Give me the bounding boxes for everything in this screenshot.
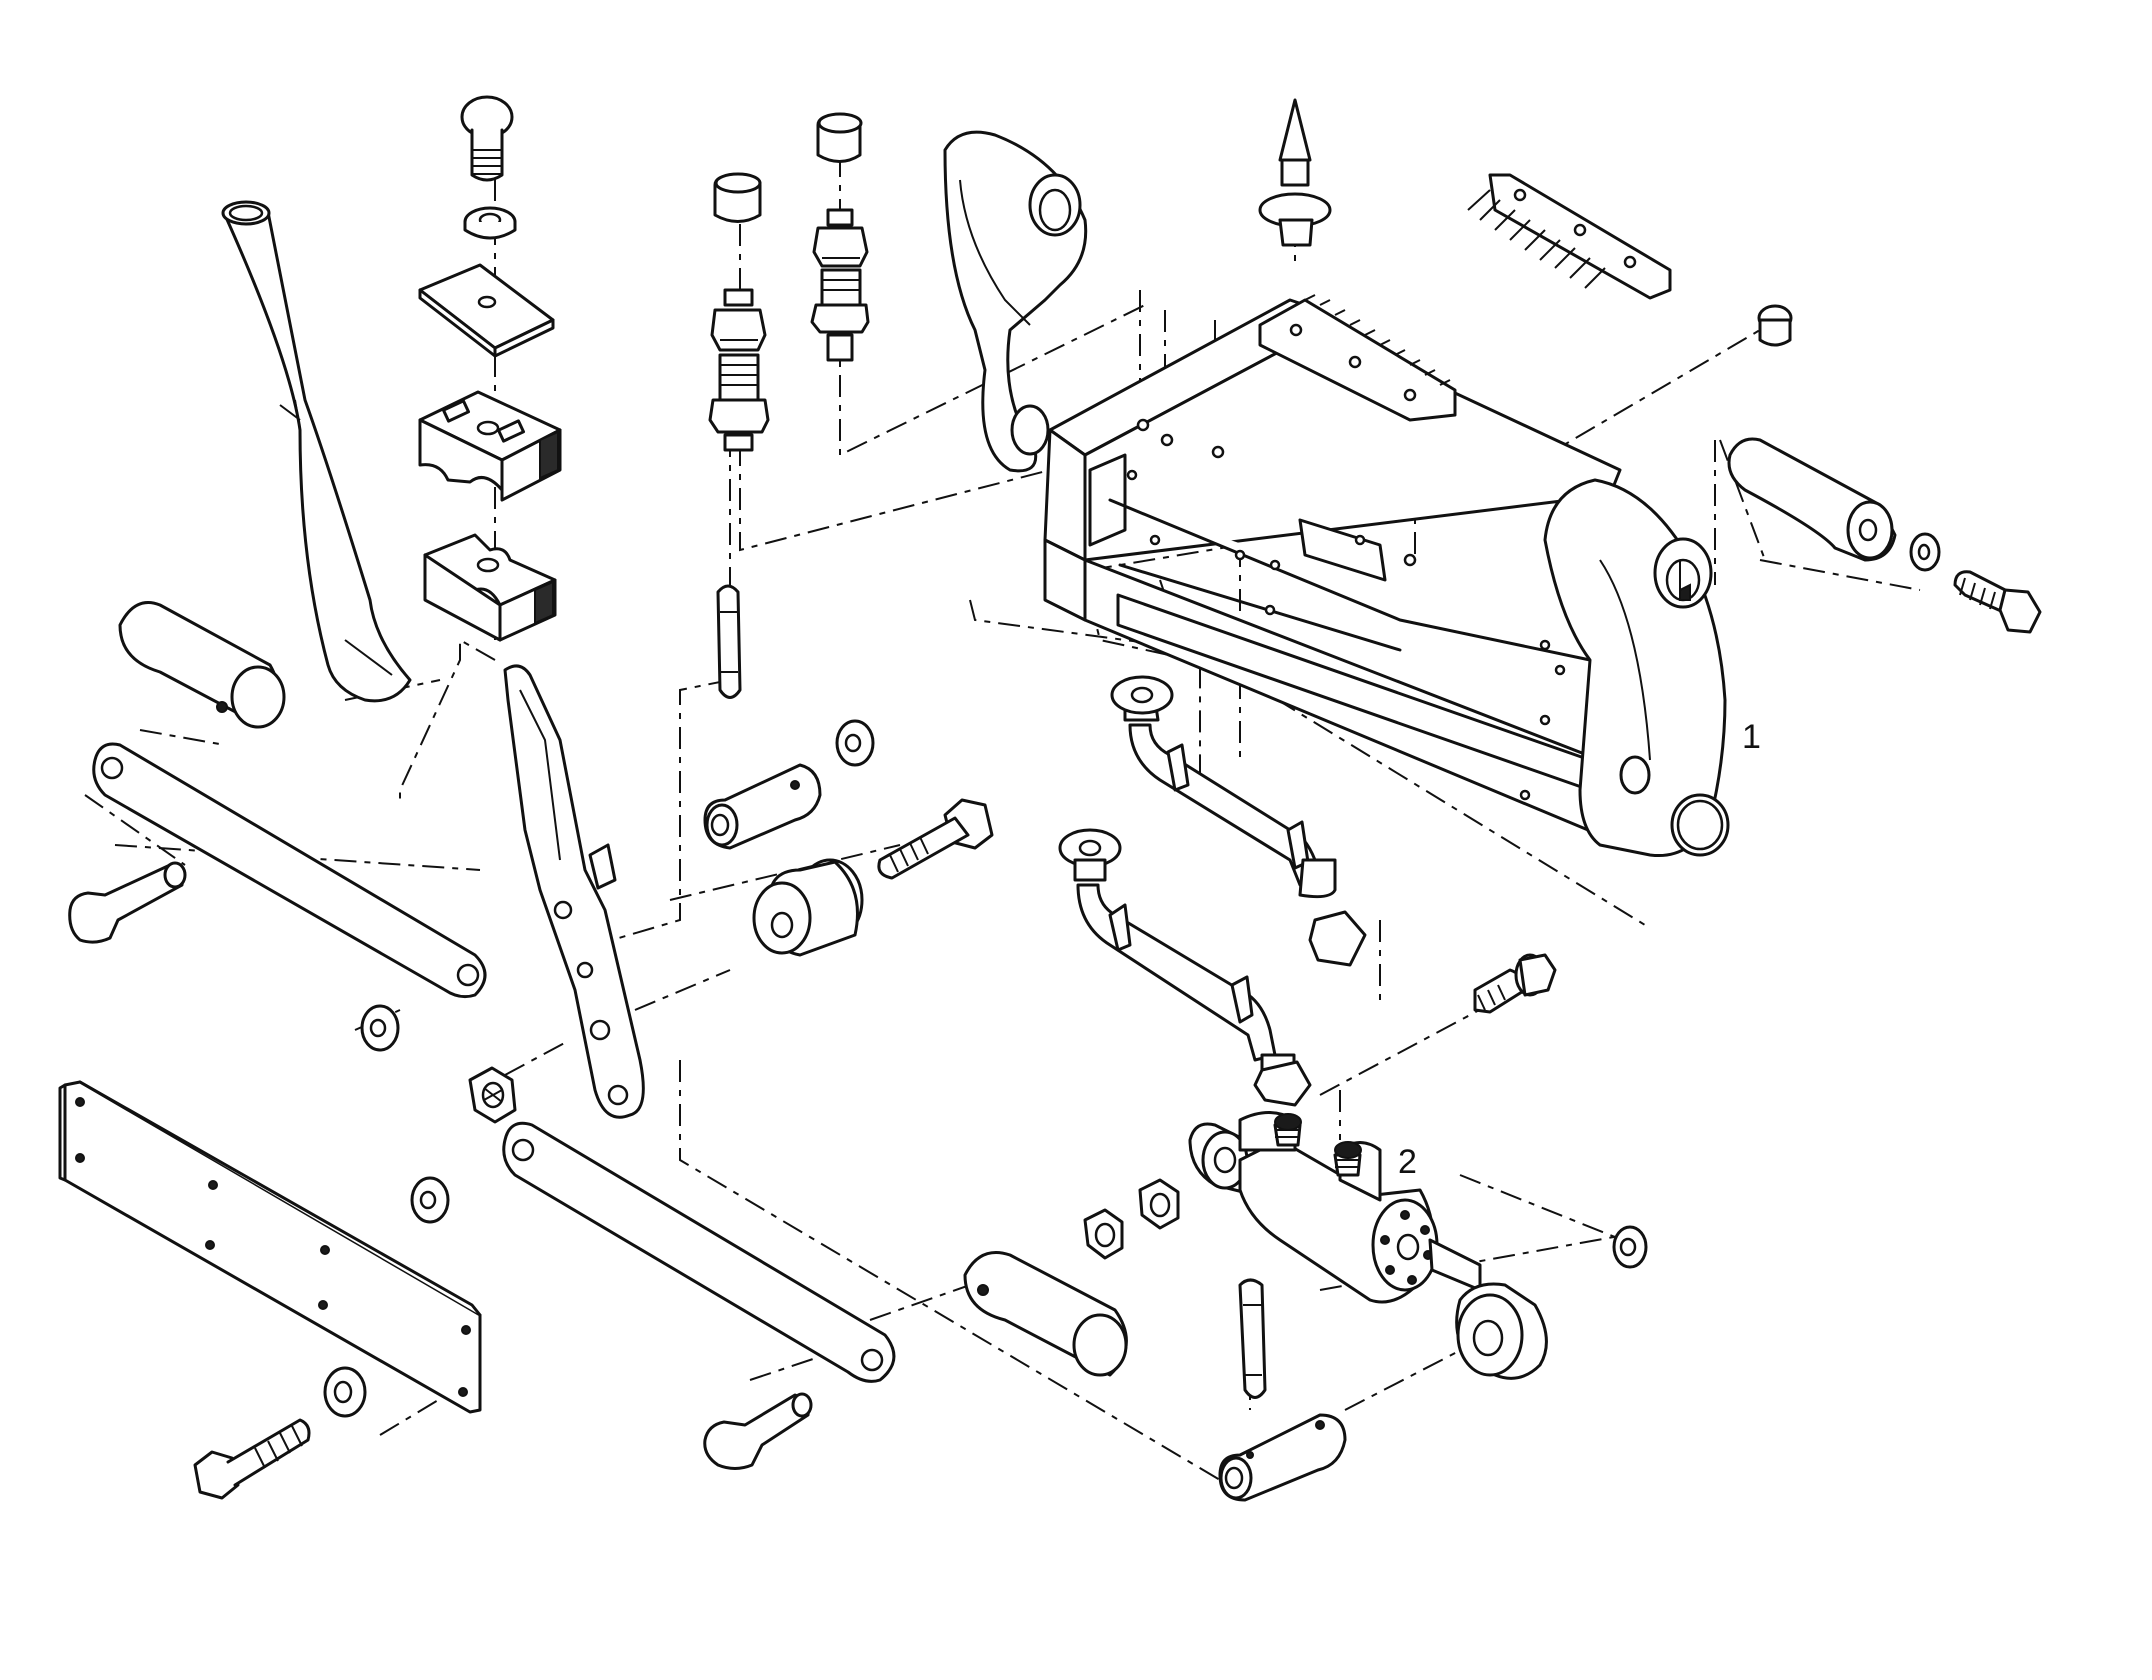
head-pin: [1757, 304, 1793, 347]
fitting-cap-right: [816, 112, 863, 163]
upper-link-washer: [360, 1004, 400, 1052]
comb-plate-front: [1258, 294, 1457, 422]
dowel-pin-upper: [716, 584, 742, 699]
cover-plate: [58, 1080, 482, 1414]
axle-washer: [1909, 532, 1941, 572]
callout-frame: 1: [1742, 718, 1761, 756]
handle-tube: [221, 200, 412, 703]
clamp-lower-block: [423, 533, 557, 642]
pipe-flange-bolt: [1473, 953, 1557, 1014]
comb-plate-rear: [1467, 173, 1672, 300]
pipe-lower: [1058, 828, 1312, 1107]
upper-link-bar: [92, 742, 487, 999]
cover-washer: [323, 1366, 367, 1418]
clevis-pin: [703, 763, 822, 850]
shift-lever: [503, 664, 645, 1119]
spike-pin: [1258, 98, 1332, 247]
clamp-washer: [463, 206, 517, 240]
lower-link-bar: [502, 1121, 896, 1383]
clamp-upper-block: [418, 390, 562, 502]
lower-step-pin: [703, 1392, 813, 1470]
callout-tensioner: 2: [1398, 1143, 1417, 1181]
clamp-plate: [418, 263, 555, 358]
cylinder-body: [1188, 1111, 1439, 1304]
rod-washer: [1612, 1225, 1648, 1269]
axle-pin: [1727, 437, 1897, 562]
rod-end-pin: [1218, 1413, 1347, 1502]
pivot-sleeve-upper: [118, 601, 286, 729]
flanged-bushing: [752, 858, 864, 957]
lower-link-washer: [410, 1176, 450, 1224]
fitting-cap-left: [713, 172, 762, 223]
main-frame: [943, 130, 1730, 858]
bushing-bolt: [877, 798, 994, 880]
axle-bolt: [1953, 570, 2042, 634]
cylinder-fitting-left: [1273, 1113, 1302, 1147]
clevis-washer: [835, 719, 875, 767]
pivot-sleeve-lower: [963, 1251, 1128, 1377]
lever-nut: [468, 1066, 517, 1124]
cylinder-nut-outer: [1083, 1208, 1124, 1260]
cylinder-nut-inner: [1138, 1178, 1180, 1230]
dowel-pin-lower: [1238, 1278, 1267, 1399]
cylinder-fitting-right: [1333, 1141, 1362, 1177]
pipe-upper: [1110, 675, 1367, 967]
cover-bolt: [193, 1418, 311, 1500]
piston-rod: [1428, 1238, 1548, 1380]
fitting-left: [708, 288, 770, 452]
clamp-bolt: [460, 95, 514, 182]
fitting-right: [810, 208, 870, 362]
upper-step-pin: [68, 861, 187, 944]
